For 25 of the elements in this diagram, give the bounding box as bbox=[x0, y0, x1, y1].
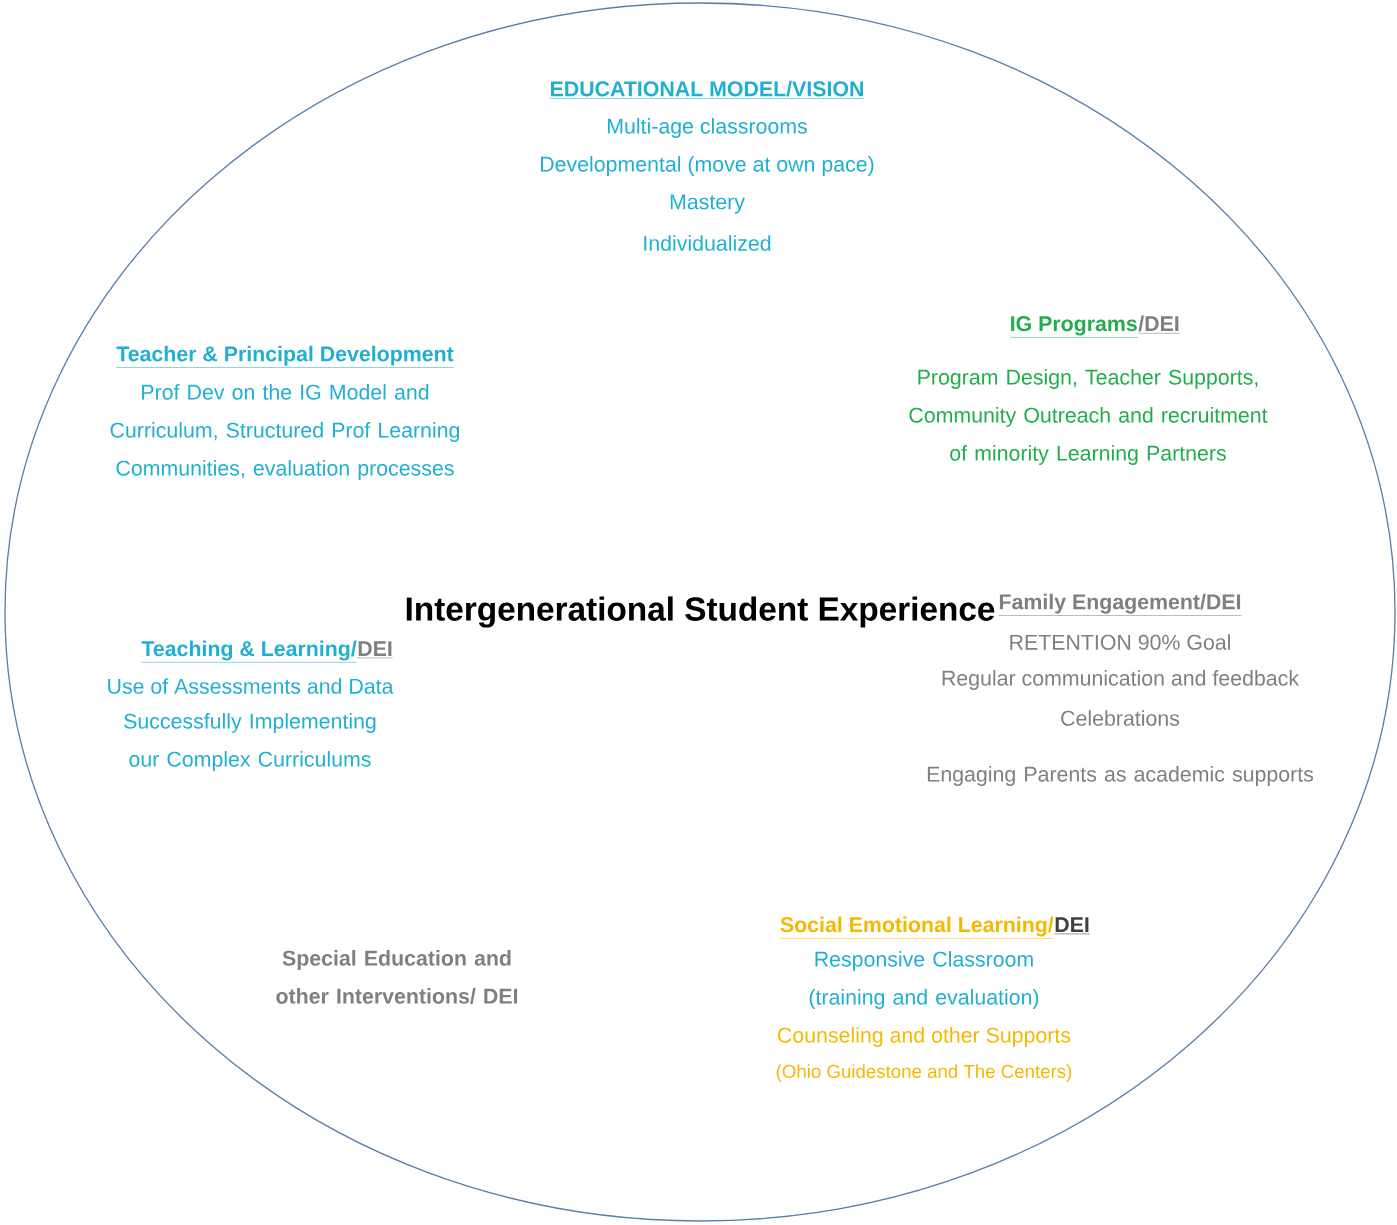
body-text: Responsive Classroom (training and evaluation) bbox=[809, 951, 1039, 1009]
body-text: RETENTION 90% Goal bbox=[1010, 634, 1230, 650]
body-text: Mastery bbox=[670, 194, 745, 214]
heading-text: DEI bbox=[357, 641, 394, 659]
body-text: Successfully Implementing our Complex Curriculums bbox=[124, 713, 376, 771]
body-text: Engaging Parents as academic supports bbox=[927, 766, 1314, 786]
body-text: Regular communication and feedback bbox=[942, 670, 1299, 690]
body-text: Prof Dev on the IG Model and Curriculum, Structured Prof Learning Communities, evaluation processes bbox=[110, 384, 460, 480]
body-text: Use of Assessments and Data bbox=[108, 678, 394, 694]
body-text: Multi-age classrooms bbox=[608, 118, 807, 138]
heading-text: Family Engagement/DEI bbox=[998, 593, 1242, 616]
body-text: Counseling and other Supports bbox=[778, 1027, 1071, 1047]
heading-text: IG Programs bbox=[1009, 316, 1138, 338]
body-text: Developmental (move at own pace) bbox=[541, 156, 874, 176]
body-text: (Ohio Guidestone and The Centers) bbox=[776, 1064, 1072, 1082]
heading-text: Social Emotional Learning/ bbox=[779, 916, 1054, 939]
heading-text: Teaching & Learning/ bbox=[141, 640, 357, 663]
heading-text: Special Education and other Interventions/ DEI bbox=[276, 950, 518, 1004]
heading-text: Teacher & Principal Development bbox=[116, 345, 454, 368]
body-text: Individualized bbox=[644, 235, 771, 251]
heading-text: /DEI bbox=[1138, 315, 1181, 334]
body-text: Program Design, Teacher Supports, Community Outreach and recruitment of minority Learning Partners bbox=[909, 369, 1268, 465]
body-text: Celebrations bbox=[1061, 710, 1180, 726]
heading-text: DEI bbox=[1054, 917, 1091, 935]
heading-text: EDUCATIONAL MODEL/VISION bbox=[549, 80, 865, 99]
